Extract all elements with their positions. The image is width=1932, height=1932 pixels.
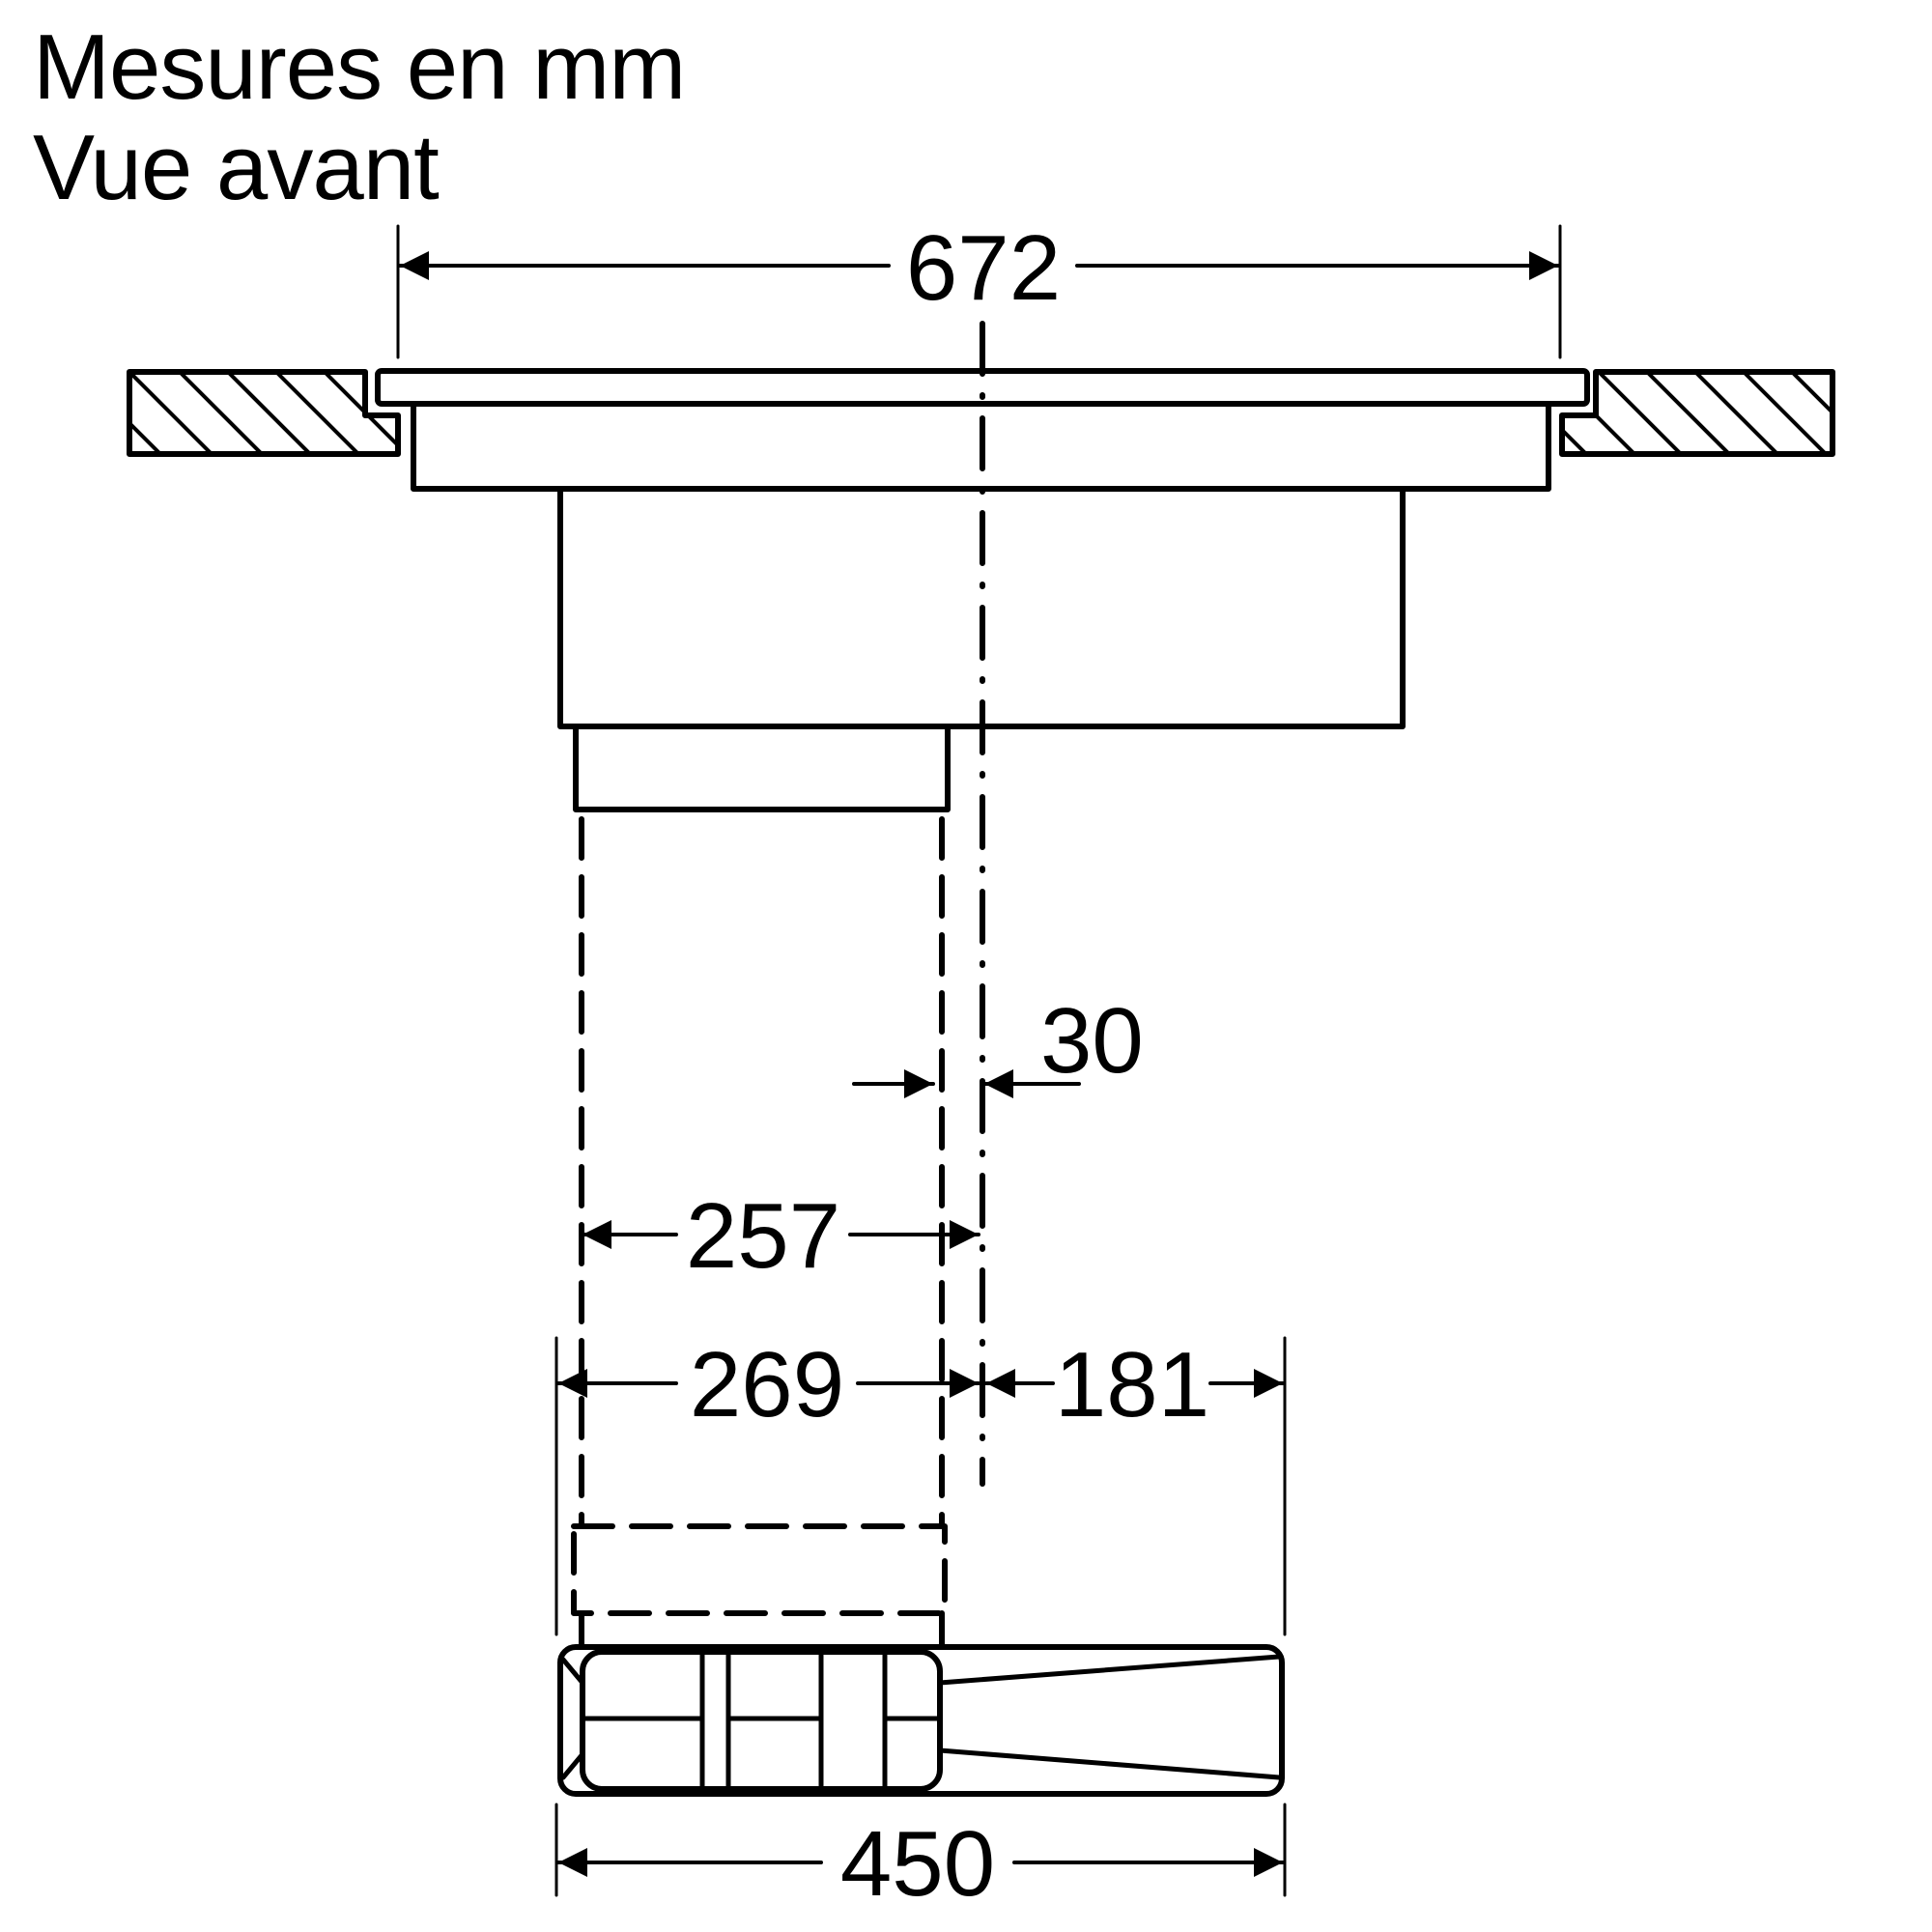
dim-672: 672 bbox=[906, 216, 1061, 320]
extension-lines bbox=[396, 224, 1562, 1897]
dim-181: 181 bbox=[1055, 1333, 1209, 1436]
view-label: Vue avant bbox=[33, 116, 440, 219]
left-countertop bbox=[127, 369, 401, 457]
dim-269: 269 bbox=[690, 1333, 844, 1436]
hidden-duct bbox=[571, 816, 948, 1648]
duct-connector bbox=[573, 724, 951, 812]
right-countertop bbox=[1559, 369, 1835, 457]
fan-unit bbox=[557, 1644, 1285, 1797]
units-label: Mesures en mm bbox=[33, 15, 686, 119]
dim-257: 257 bbox=[686, 1184, 840, 1288]
dim-30: 30 bbox=[1040, 989, 1144, 1093]
dim-450: 450 bbox=[840, 1812, 995, 1916]
